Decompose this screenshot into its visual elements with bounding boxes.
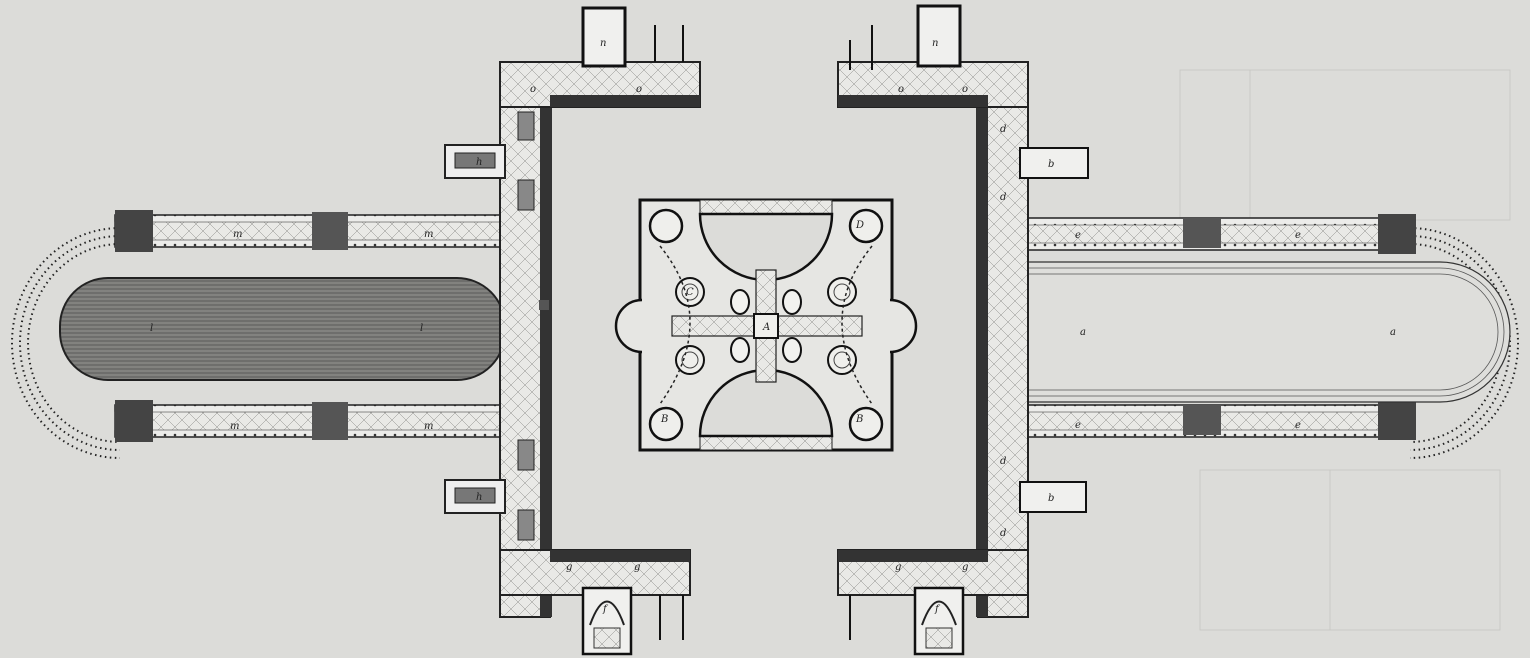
label-b-upper: b	[1048, 159, 1054, 170]
label-d-4: d	[1000, 528, 1006, 539]
label-b-lower: b	[1048, 493, 1054, 504]
label-d-3: d	[1000, 456, 1006, 467]
right-enclosure	[837, 4, 1089, 656]
label-g-1: g	[566, 562, 572, 573]
label-h-upper: h	[476, 157, 482, 168]
right-wing	[984, 214, 1519, 459]
left-hemicycle	[11, 227, 121, 459]
label-l-1: l	[150, 323, 153, 334]
label-f-right: f	[934, 604, 941, 615]
left-enclosure	[444, 6, 701, 656]
label-e-4: e	[1295, 420, 1301, 431]
label-m-3: m	[230, 421, 239, 432]
label-C: C	[686, 287, 694, 298]
label-o-4: o	[962, 84, 968, 95]
label-B: B	[660, 414, 668, 425]
label-m-2: m	[424, 229, 433, 240]
label-e-3: e	[1075, 420, 1081, 431]
label-d-1: d	[1000, 124, 1006, 135]
label-o-1: o	[530, 84, 536, 95]
plan-labels: n n o o o o h h b b d d d d m m m m l l …	[150, 38, 1396, 615]
label-d-2: d	[1000, 192, 1006, 203]
label-n-left: n	[600, 38, 606, 49]
left-basin	[59, 277, 506, 381]
label-A-center: A	[762, 322, 770, 333]
right-track	[990, 261, 1511, 403]
label-h-lower: h	[476, 492, 482, 503]
label-e-1: e	[1075, 230, 1081, 241]
label-g-2: g	[634, 562, 640, 573]
label-l-2: l	[420, 323, 423, 334]
label-g-4: g	[962, 562, 968, 573]
label-o-2: o	[636, 84, 642, 95]
label-f-left: f	[602, 604, 609, 615]
label-m-1: m	[233, 229, 242, 240]
label-B-2: B	[855, 414, 863, 425]
label-m-4: m	[424, 421, 433, 432]
label-g-3: g	[895, 562, 901, 573]
label-D: D	[855, 220, 864, 231]
label-n-right: n	[932, 38, 938, 49]
central-palace	[614, 198, 918, 452]
label-a-2: a	[1390, 327, 1396, 338]
right-hemicycle	[1409, 227, 1519, 459]
label-e-2: e	[1295, 230, 1301, 241]
label-o-3: o	[898, 84, 904, 95]
label-a-1: a	[1080, 327, 1086, 338]
left-wing	[11, 210, 511, 459]
